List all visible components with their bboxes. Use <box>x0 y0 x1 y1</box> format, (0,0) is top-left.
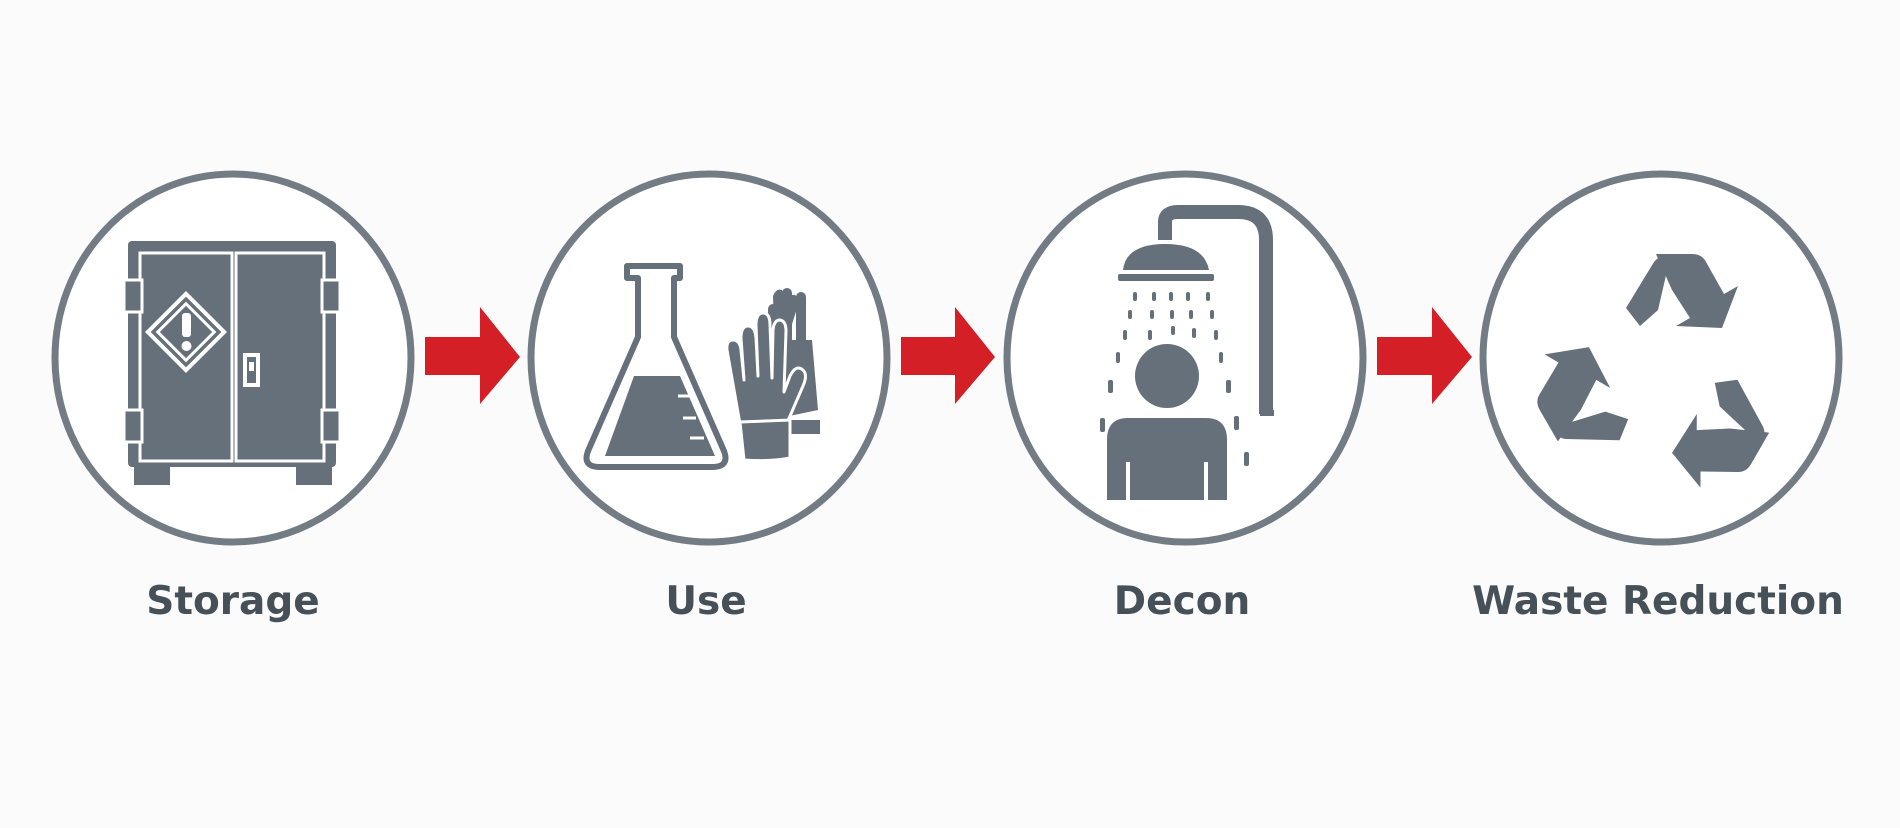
arrow-use-to-decon <box>901 307 995 404</box>
waste-reduction-step <box>1479 170 1843 546</box>
decon-label: Decon <box>1113 579 1251 624</box>
storage-label: Storage <box>146 579 320 624</box>
storage-step <box>51 170 415 546</box>
arrow-storage-to-use <box>425 307 520 404</box>
use-label: Use <box>665 579 747 624</box>
use-circle <box>527 170 891 546</box>
hazmat-cabinet-icon <box>122 241 342 485</box>
flask-and-gloves-icon <box>583 263 820 470</box>
waste-reduction-label: Waste Reduction <box>1472 579 1844 624</box>
recycle-icon <box>1516 254 1785 504</box>
decon-step <box>1003 170 1367 546</box>
use-step <box>527 170 891 546</box>
waste-reduction-circle <box>1479 170 1843 546</box>
arrow-decon-to-waste-reduction <box>1377 307 1472 404</box>
safety-shower-icon <box>1100 205 1274 500</box>
